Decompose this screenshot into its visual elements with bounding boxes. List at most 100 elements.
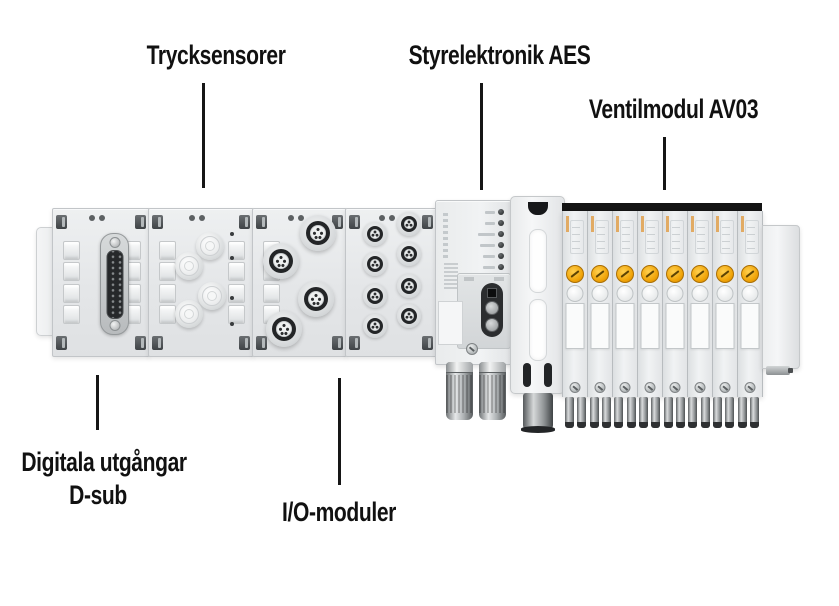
pressure-indicator-dot bbox=[230, 232, 234, 236]
m12-connector-group bbox=[253, 209, 346, 356]
led-label-mark bbox=[478, 232, 495, 236]
push-in-fitting bbox=[577, 397, 587, 428]
latch bbox=[56, 215, 67, 229]
m12-cable-connector bbox=[479, 362, 506, 420]
adapter-vent-slot bbox=[544, 363, 552, 387]
callout-valve-module: Ventilmodul AV03 bbox=[565, 94, 765, 124]
manual-override-knob bbox=[641, 265, 659, 283]
pressure-fitting bbox=[198, 282, 226, 310]
service-connector-panel bbox=[457, 273, 511, 349]
valve-label-tag bbox=[566, 216, 569, 232]
callout-line-pressure-sensors bbox=[202, 83, 205, 188]
pilot-button bbox=[566, 285, 584, 302]
valve-label-tag bbox=[691, 216, 694, 232]
module-aes-controller bbox=[435, 200, 512, 365]
valve-label-tag bbox=[716, 216, 719, 232]
m8-connector-group bbox=[346, 209, 436, 356]
valve-slice bbox=[562, 211, 587, 397]
latch bbox=[56, 336, 67, 350]
clip bbox=[228, 262, 245, 282]
led-label-mark bbox=[480, 243, 495, 247]
latch bbox=[152, 215, 163, 229]
m12-connector bbox=[266, 311, 302, 347]
push-in-fitting bbox=[737, 397, 747, 428]
push-in-fitting bbox=[749, 397, 759, 428]
callout-digital-outputs-line2: D-sub bbox=[69, 480, 127, 510]
adapter-notch bbox=[527, 202, 548, 215]
callout-line-io-modules bbox=[338, 378, 341, 485]
pneumatic-symbol bbox=[695, 220, 709, 254]
clip bbox=[63, 241, 80, 260]
push-in-fitting bbox=[651, 397, 661, 428]
callout-line-control-electronics bbox=[480, 83, 483, 190]
status-led bbox=[498, 253, 504, 259]
pneumatic-symbol bbox=[745, 220, 759, 254]
valve-label-field bbox=[565, 303, 585, 349]
callout-digital-outputs-line1: Digitala utgångar bbox=[21, 447, 187, 477]
mounting-screw bbox=[466, 343, 478, 355]
adapter-vent-slot bbox=[523, 363, 531, 387]
pilot-button bbox=[666, 285, 684, 302]
push-in-fitting bbox=[700, 397, 710, 428]
push-in-fitting bbox=[589, 397, 599, 428]
callout-io-modules-text: I/O-moduler bbox=[282, 497, 396, 527]
adapter-plate bbox=[510, 196, 565, 394]
dsub-pin-insert bbox=[106, 250, 123, 319]
valve-slice bbox=[712, 211, 737, 397]
valve-label-tag bbox=[591, 216, 594, 232]
valve-label-field bbox=[740, 303, 760, 349]
pneumatic-symbol bbox=[620, 220, 634, 254]
latch bbox=[332, 215, 343, 229]
latch bbox=[256, 336, 267, 350]
dsub-connector bbox=[100, 233, 129, 335]
m8-connector bbox=[397, 304, 421, 328]
status-led-column bbox=[478, 209, 504, 270]
status-led-row bbox=[478, 231, 504, 237]
module-io-m8 bbox=[345, 208, 437, 357]
latch bbox=[135, 215, 146, 229]
clip-rail bbox=[228, 241, 245, 324]
m8-connector bbox=[397, 212, 421, 236]
valve-rail bbox=[562, 203, 762, 212]
valve-slice bbox=[662, 211, 687, 397]
latch bbox=[135, 336, 146, 350]
latch bbox=[422, 215, 433, 229]
valve-slice bbox=[737, 211, 762, 397]
valve-label-field bbox=[640, 303, 660, 349]
push-in-fitting bbox=[675, 397, 685, 428]
valve-screw bbox=[744, 382, 756, 393]
valve-screw bbox=[719, 382, 731, 393]
clip-rail bbox=[63, 241, 80, 324]
status-led-row bbox=[483, 264, 504, 270]
m8-connector bbox=[363, 222, 387, 246]
clip bbox=[228, 241, 245, 260]
service-connector-pin bbox=[485, 301, 499, 315]
push-in-fitting bbox=[663, 397, 673, 428]
push-in-fitting bbox=[601, 397, 611, 428]
valve-label-field bbox=[665, 303, 685, 349]
latch bbox=[256, 215, 267, 229]
valve-screw bbox=[644, 382, 656, 393]
pneumatic-symbol bbox=[595, 220, 609, 254]
end-plate-right bbox=[762, 225, 800, 369]
manual-override-knob bbox=[616, 265, 634, 283]
latch bbox=[152, 336, 163, 350]
m8-connector bbox=[397, 242, 421, 266]
valve-screw bbox=[669, 382, 681, 393]
module-io-m12 bbox=[252, 208, 347, 357]
status-led bbox=[498, 264, 504, 270]
adapter-window bbox=[528, 299, 547, 361]
callout-line-digital-outputs bbox=[96, 375, 99, 430]
m8-connector bbox=[363, 314, 387, 338]
led-label-mark bbox=[483, 254, 495, 258]
module-pressure-sensors bbox=[148, 208, 254, 357]
service-connector bbox=[481, 283, 503, 337]
manual-override-knob bbox=[691, 265, 709, 283]
push-in-fitting bbox=[638, 397, 648, 428]
supply-fitting bbox=[521, 393, 555, 433]
status-led bbox=[498, 220, 504, 226]
push-in-fitting bbox=[626, 397, 636, 428]
status-led-row bbox=[480, 242, 504, 248]
dsub-screw-post bbox=[109, 237, 120, 248]
valve-label-tag bbox=[616, 216, 619, 232]
